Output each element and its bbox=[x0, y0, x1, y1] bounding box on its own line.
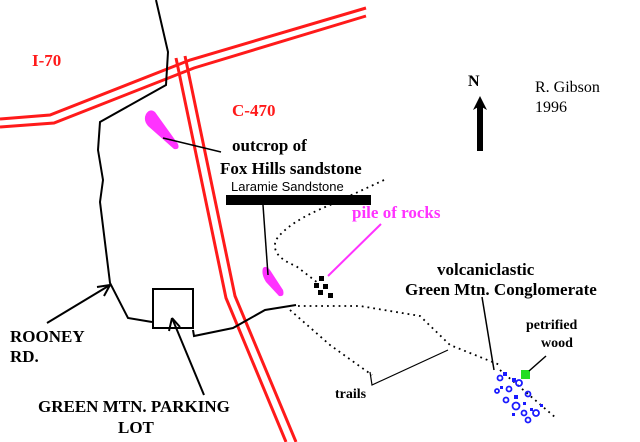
access-road bbox=[192, 304, 297, 338]
i70-highway bbox=[0, 6, 367, 129]
rooney-road bbox=[96, 0, 170, 323]
author-label: R. Gibson bbox=[535, 79, 600, 96]
petrified-label-line1: petrified bbox=[526, 318, 578, 333]
outcrop-upper bbox=[144, 110, 179, 150]
rooney-arrow bbox=[46, 284, 111, 324]
petrified-wood-marker bbox=[521, 370, 530, 379]
parking-label-line2: LOT bbox=[118, 418, 154, 437]
i70-label: I-70 bbox=[32, 51, 62, 70]
rooney-label-line2: RD. bbox=[10, 347, 39, 366]
conglomerate-leader bbox=[481, 296, 495, 371]
parking-label-line1: GREEN MTN. PARKING bbox=[38, 397, 230, 416]
rock-pile-squares bbox=[314, 276, 333, 298]
outcrop-label-line1: outcrop of bbox=[232, 136, 307, 155]
trails-bracket bbox=[369, 349, 449, 386]
laramie-leader bbox=[262, 204, 269, 276]
laramie-label: Laramie Sandstone bbox=[229, 179, 346, 194]
c470-highway bbox=[174, 55, 298, 442]
conglomerate-clasts bbox=[494, 374, 540, 424]
outcrop-leader bbox=[162, 137, 222, 153]
pile-leader bbox=[327, 223, 382, 277]
parking-arrow bbox=[168, 317, 205, 396]
c470-label: C-470 bbox=[232, 101, 276, 120]
conglomerate-blocks bbox=[500, 372, 543, 416]
volcaniclastic-label-line1: volcaniclastic bbox=[437, 260, 535, 279]
outcrop-lower bbox=[262, 266, 284, 297]
petrified-label-line2: wood bbox=[541, 336, 573, 351]
volcaniclastic-label-line2: Green Mtn. Conglomerate bbox=[405, 280, 597, 299]
trails-dotted bbox=[274, 179, 557, 419]
north-arrow-icon bbox=[473, 96, 487, 151]
petrified-leader bbox=[528, 355, 547, 372]
laramie-sandstone-bar bbox=[226, 195, 371, 205]
outcrop-label-line2: Fox Hills sandstone bbox=[220, 159, 362, 178]
rooney-label-line1: ROONEY bbox=[10, 327, 85, 346]
pile-label: pile of rocks bbox=[352, 203, 441, 222]
north-label: N bbox=[468, 73, 480, 90]
year-label: 1996 bbox=[535, 99, 567, 116]
trails-label: trails bbox=[335, 387, 367, 402]
